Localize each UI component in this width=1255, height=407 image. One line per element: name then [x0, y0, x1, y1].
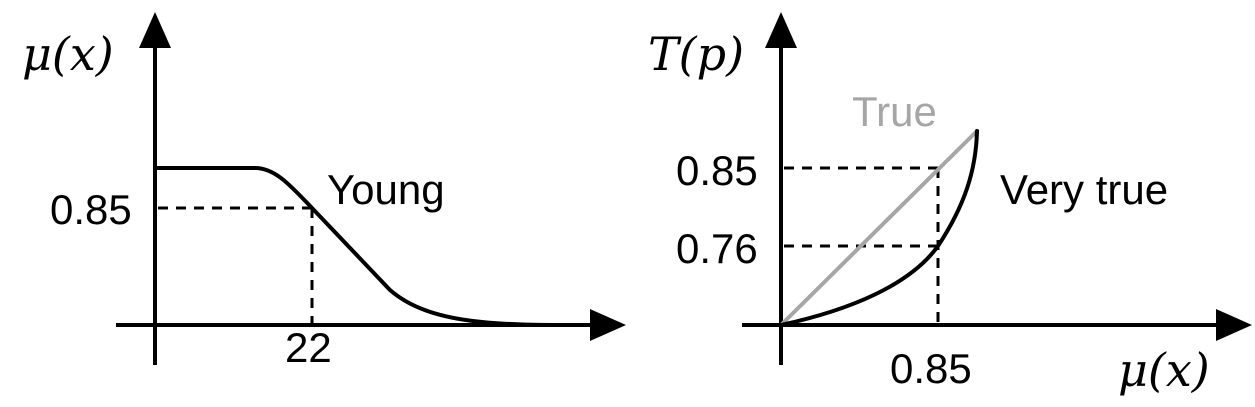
- left-y-axis-arrow-icon: [139, 12, 171, 48]
- true-line: [779, 129, 979, 327]
- left-x-axis-arrow-icon: [590, 309, 626, 341]
- young-label: Young: [327, 166, 445, 213]
- right-x-axis-label: μ(x): [1118, 343, 1210, 397]
- right-y-tick-lower-label: 0.76: [676, 225, 758, 272]
- very-true-label: Very true: [1000, 166, 1168, 213]
- right-y-axis-label: T(p): [648, 27, 744, 81]
- left-y-tick-label: 0.85: [50, 186, 132, 233]
- right-x-tick-label: 0.85: [890, 345, 972, 392]
- right-y-axis-arrow-icon: [765, 12, 797, 48]
- true-label: True: [852, 88, 937, 135]
- left-y-axis-label: μ(x): [22, 27, 114, 81]
- left-x-tick-label: 22: [285, 324, 332, 371]
- left-panel: μ(x) 0.85 22 Young: [22, 12, 626, 371]
- right-y-tick-upper-label: 0.85: [676, 147, 758, 194]
- very-true-curve: [779, 129, 979, 327]
- right-panel: T(p) 0.85 0.76 0.85 μ(x) True Very true: [648, 12, 1252, 397]
- young-curve: [153, 166, 582, 327]
- right-x-axis-arrow-icon: [1216, 309, 1252, 341]
